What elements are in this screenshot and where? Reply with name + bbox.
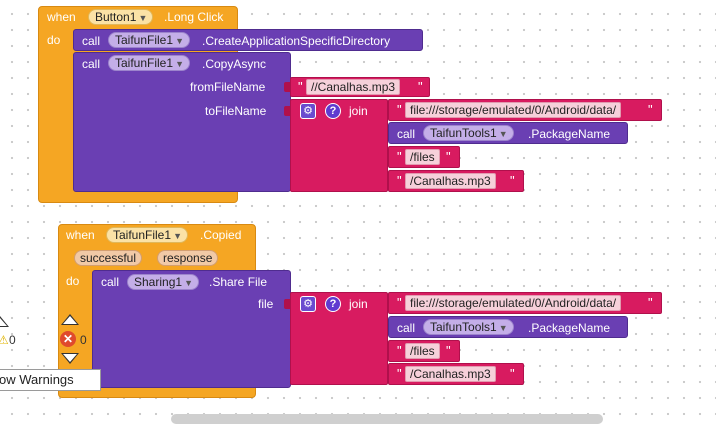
component-dropdown-taifuntools1[interactable]: TaifunTools1▼ [423, 125, 514, 141]
gear-icon[interactable]: ⚙ [300, 296, 316, 312]
quote-open: " [397, 102, 402, 117]
call-label: call [397, 127, 416, 141]
component-name: TaifunFile1 [113, 228, 172, 242]
component-dropdown-button1[interactable]: Button1▼ [88, 9, 154, 25]
quote-close: " [418, 79, 423, 94]
call-copyasync-block[interactable] [73, 52, 291, 192]
help-icon[interactable]: ? [325, 296, 341, 312]
param-successful[interactable]: successful [74, 250, 143, 266]
quote-open: " [298, 79, 303, 94]
component-name: Sharing1 [134, 275, 183, 289]
quote-close: " [510, 366, 515, 381]
dropdown-arrow-icon: ▼ [173, 231, 183, 241]
quote-open: " [397, 366, 402, 381]
error-next-arrow-icon[interactable] [61, 353, 79, 364]
do-label: do [47, 33, 61, 47]
dropdown-arrow-icon: ▼ [175, 36, 185, 46]
text-value-files[interactable]: /files [405, 343, 440, 359]
component-name: Button1 [95, 10, 137, 24]
dropdown-arrow-icon: ▼ [498, 129, 508, 139]
quote-close: " [648, 102, 653, 117]
text-value-path[interactable]: file:///storage/emulated/0/Android/data/ [405, 295, 622, 311]
socket-connector [284, 82, 292, 92]
method-name: .Share File [209, 275, 268, 289]
when-label: when [66, 228, 95, 242]
help-icon[interactable]: ? [325, 103, 341, 119]
call-label: call [82, 57, 101, 71]
component-dropdown-taifunfile1[interactable]: TaifunFile1▼ [108, 32, 191, 48]
component-name: TaifunFile1 [115, 56, 174, 70]
quote-close: " [446, 149, 451, 164]
quote-open: " [397, 343, 402, 358]
component-name: TaifunTools1 [430, 320, 497, 334]
error-icon: ✕ [60, 331, 76, 347]
param-response[interactable]: response [157, 250, 219, 266]
text-value-filename[interactable]: /Canalhas.mp3 [405, 366, 496, 382]
quote-open: " [397, 295, 402, 310]
quote-close: " [510, 173, 515, 188]
socket-connector [284, 106, 292, 116]
join-label: join [349, 297, 368, 311]
text-value-path[interactable]: file:///storage/emulated/0/Android/data/ [405, 102, 622, 118]
quote-open: " [397, 173, 402, 188]
dropdown-arrow-icon: ▼ [138, 13, 148, 23]
do-label: do [66, 274, 80, 288]
when-label: when [47, 10, 76, 24]
component-name: TaifunTools1 [430, 126, 497, 140]
event-name: .Copied [200, 228, 242, 242]
call-label: call [101, 275, 120, 289]
socket-connector [284, 299, 292, 309]
component-name: TaifunFile1 [115, 33, 174, 47]
show-warnings-button[interactable]: ow Warnings [0, 369, 101, 391]
text-value-filename[interactable]: /Canalhas.mp3 [405, 173, 496, 189]
dropdown-arrow-icon: ▼ [184, 278, 194, 288]
arg-label-tofilename: toFileName [205, 104, 267, 118]
component-dropdown-taifunfile1[interactable]: TaifunFile1▼ [108, 55, 191, 71]
component-dropdown-sharing1[interactable]: Sharing1▼ [127, 274, 200, 290]
text-value-files[interactable]: /files [405, 149, 440, 165]
error-prev-arrow-icon[interactable] [61, 314, 79, 325]
event-name: .Long Click [164, 10, 224, 24]
text-value-fromfilename[interactable]: //Canalhas.mp3 [306, 79, 401, 95]
join-label: join [349, 104, 368, 118]
warning-count: 0 [9, 333, 16, 347]
component-dropdown-taifunfile1[interactable]: TaifunFile1▼ [106, 227, 189, 243]
error-count: 0 [80, 333, 87, 347]
component-dropdown-taifuntools1[interactable]: TaifunTools1▼ [423, 319, 514, 335]
dropdown-arrow-icon: ▼ [175, 59, 185, 69]
call-label: call [397, 321, 416, 335]
call-label: call [82, 34, 101, 48]
quote-close: " [648, 295, 653, 310]
method-name: .CopyAsync [202, 57, 267, 71]
horizontal-scrollbar[interactable] [171, 414, 603, 424]
method-name: .PackageName [528, 127, 611, 141]
quote-close: " [446, 343, 451, 358]
warning-icon: ⚠ [0, 333, 9, 347]
method-name: .PackageName [528, 321, 611, 335]
arg-label-fromfilename: fromFileName [190, 80, 266, 94]
method-name: .CreateApplicationSpecificDirectory [202, 34, 391, 48]
arg-label-file: file [258, 297, 274, 311]
dropdown-arrow-icon: ▼ [498, 323, 508, 333]
gear-icon[interactable]: ⚙ [300, 103, 316, 119]
warning-prev-arrow-icon[interactable] [0, 316, 9, 327]
quote-open: " [397, 149, 402, 164]
